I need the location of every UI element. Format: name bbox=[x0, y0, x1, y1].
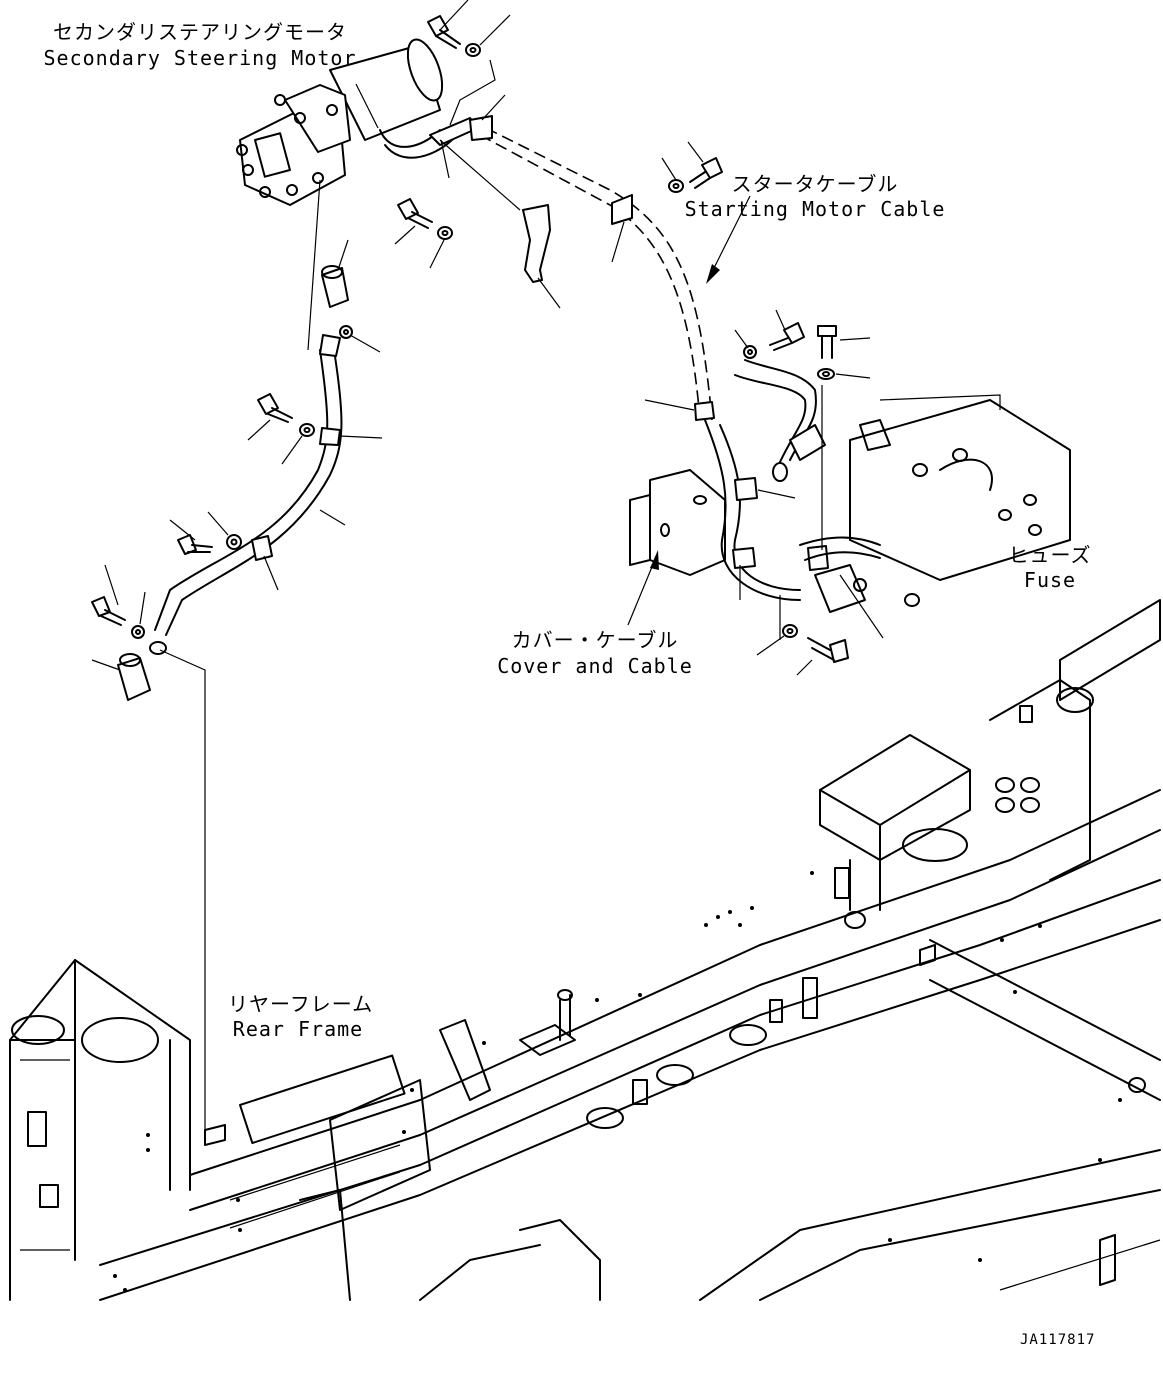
fuse-label-en: Fuse bbox=[1023, 568, 1077, 592]
secondary-steering-motor-label-ja: セカンダリステアリングモータ bbox=[53, 20, 347, 44]
callout-arrows bbox=[627, 195, 751, 626]
fuse-cover-assembly bbox=[629, 359, 1071, 640]
secondary-steering-motor-label-en: Secondary Steering Motor bbox=[43, 46, 357, 70]
rear-frame-label-ja: リヤーフレーム bbox=[228, 992, 374, 1016]
fasteners bbox=[91, 15, 849, 663]
leader-lines bbox=[91, 0, 884, 676]
starting-motor-cable bbox=[379, 59, 713, 421]
secondary-steering-motor bbox=[236, 38, 444, 206]
secondary-motor-cable bbox=[117, 179, 349, 1130]
fuse-label-ja: ヒューズ bbox=[1008, 543, 1092, 567]
cover-and-cable-label-en: Cover and Cable bbox=[497, 654, 693, 678]
starting-motor-cable-label-en: Starting Motor Cable bbox=[684, 197, 946, 221]
starting-motor-cable-label-ja: スタータケーブル bbox=[731, 172, 899, 196]
drawing-code: JA117817 bbox=[1020, 1332, 1096, 1348]
cover-and-cable-label-ja: カバー・ケーブル bbox=[511, 628, 679, 652]
rear-frame-label-en: Rear Frame bbox=[232, 1017, 364, 1041]
rear-frame bbox=[9, 599, 1161, 1301]
